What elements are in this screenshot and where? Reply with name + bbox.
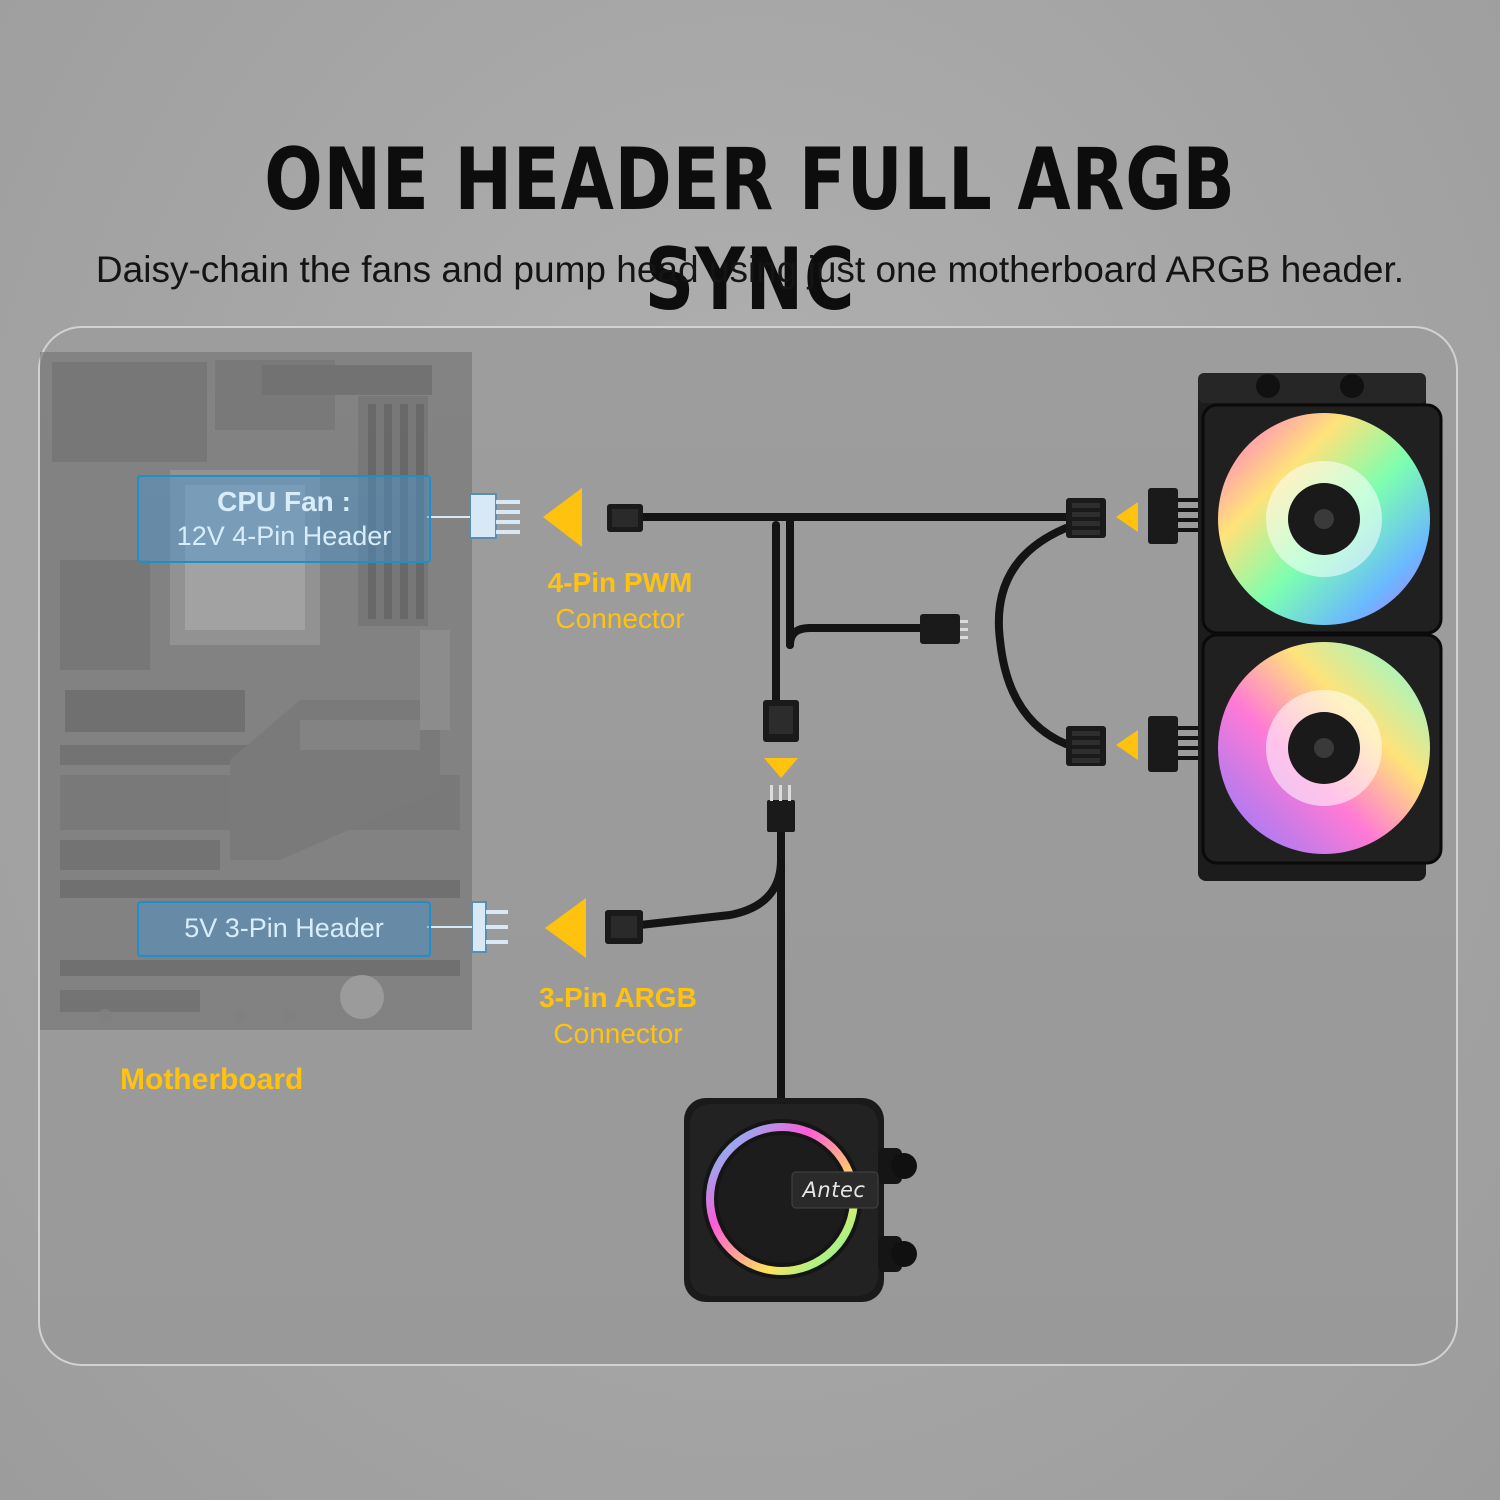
fan1-arrow <box>1116 502 1138 532</box>
cpu-fan-header-label: CPU Fan : 12V 4-Pin Header <box>137 475 431 563</box>
pump-head <box>684 1098 917 1302</box>
antec-logo: Antec <box>802 1178 866 1202</box>
argb-female-plug <box>763 700 799 742</box>
argb-arrow <box>545 898 586 958</box>
fan1-male-connector <box>1148 488 1205 544</box>
cables <box>636 513 1070 1114</box>
argb-header-text: 5V 3-Pin Header <box>184 913 384 943</box>
argb-plug <box>605 910 643 944</box>
fan2-arrow <box>1116 730 1138 760</box>
pwm-connector-title: 4-Pin PWM <box>547 567 693 598</box>
pwm-connector-subtitle: Connector <box>555 603 685 634</box>
cpu-fan-header-title: CPU Fan : <box>217 486 351 517</box>
fan2-female-connector <box>1066 726 1106 766</box>
argb-pin-header <box>427 901 508 953</box>
argb-male-plug <box>767 785 795 832</box>
fan-bottom <box>1218 642 1430 854</box>
headline: ONE HEADER FULL ARGB SYNC <box>264 130 1236 330</box>
argb-link-arrow <box>764 758 798 778</box>
fan1-female-connector <box>1066 498 1106 538</box>
splitter-argb-plug <box>920 614 968 644</box>
cpu-fan-header-subtitle: 12V 4-Pin Header <box>176 521 392 551</box>
argb-connector-title: 3-Pin ARGB <box>539 982 697 1013</box>
pwm-arrow <box>543 488 582 547</box>
fan2-male-connector <box>1148 716 1205 772</box>
pwm-connector-label: 4-Pin PWM Connector <box>520 565 720 637</box>
pwm-plug <box>607 504 643 532</box>
argb-header-label: 5V 3-Pin Header <box>137 901 431 957</box>
motherboard <box>40 352 472 1030</box>
motherboard-label: Motherboard <box>120 1063 304 1096</box>
cpu-fan-pin-header <box>427 493 520 539</box>
fan-top <box>1218 413 1430 625</box>
subheadline: Daisy-chain the fans and pump head using… <box>95 249 1405 290</box>
argb-connector-label: 3-Pin ARGB Connector <box>518 980 718 1052</box>
argb-connector-subtitle: Connector <box>553 1018 683 1049</box>
